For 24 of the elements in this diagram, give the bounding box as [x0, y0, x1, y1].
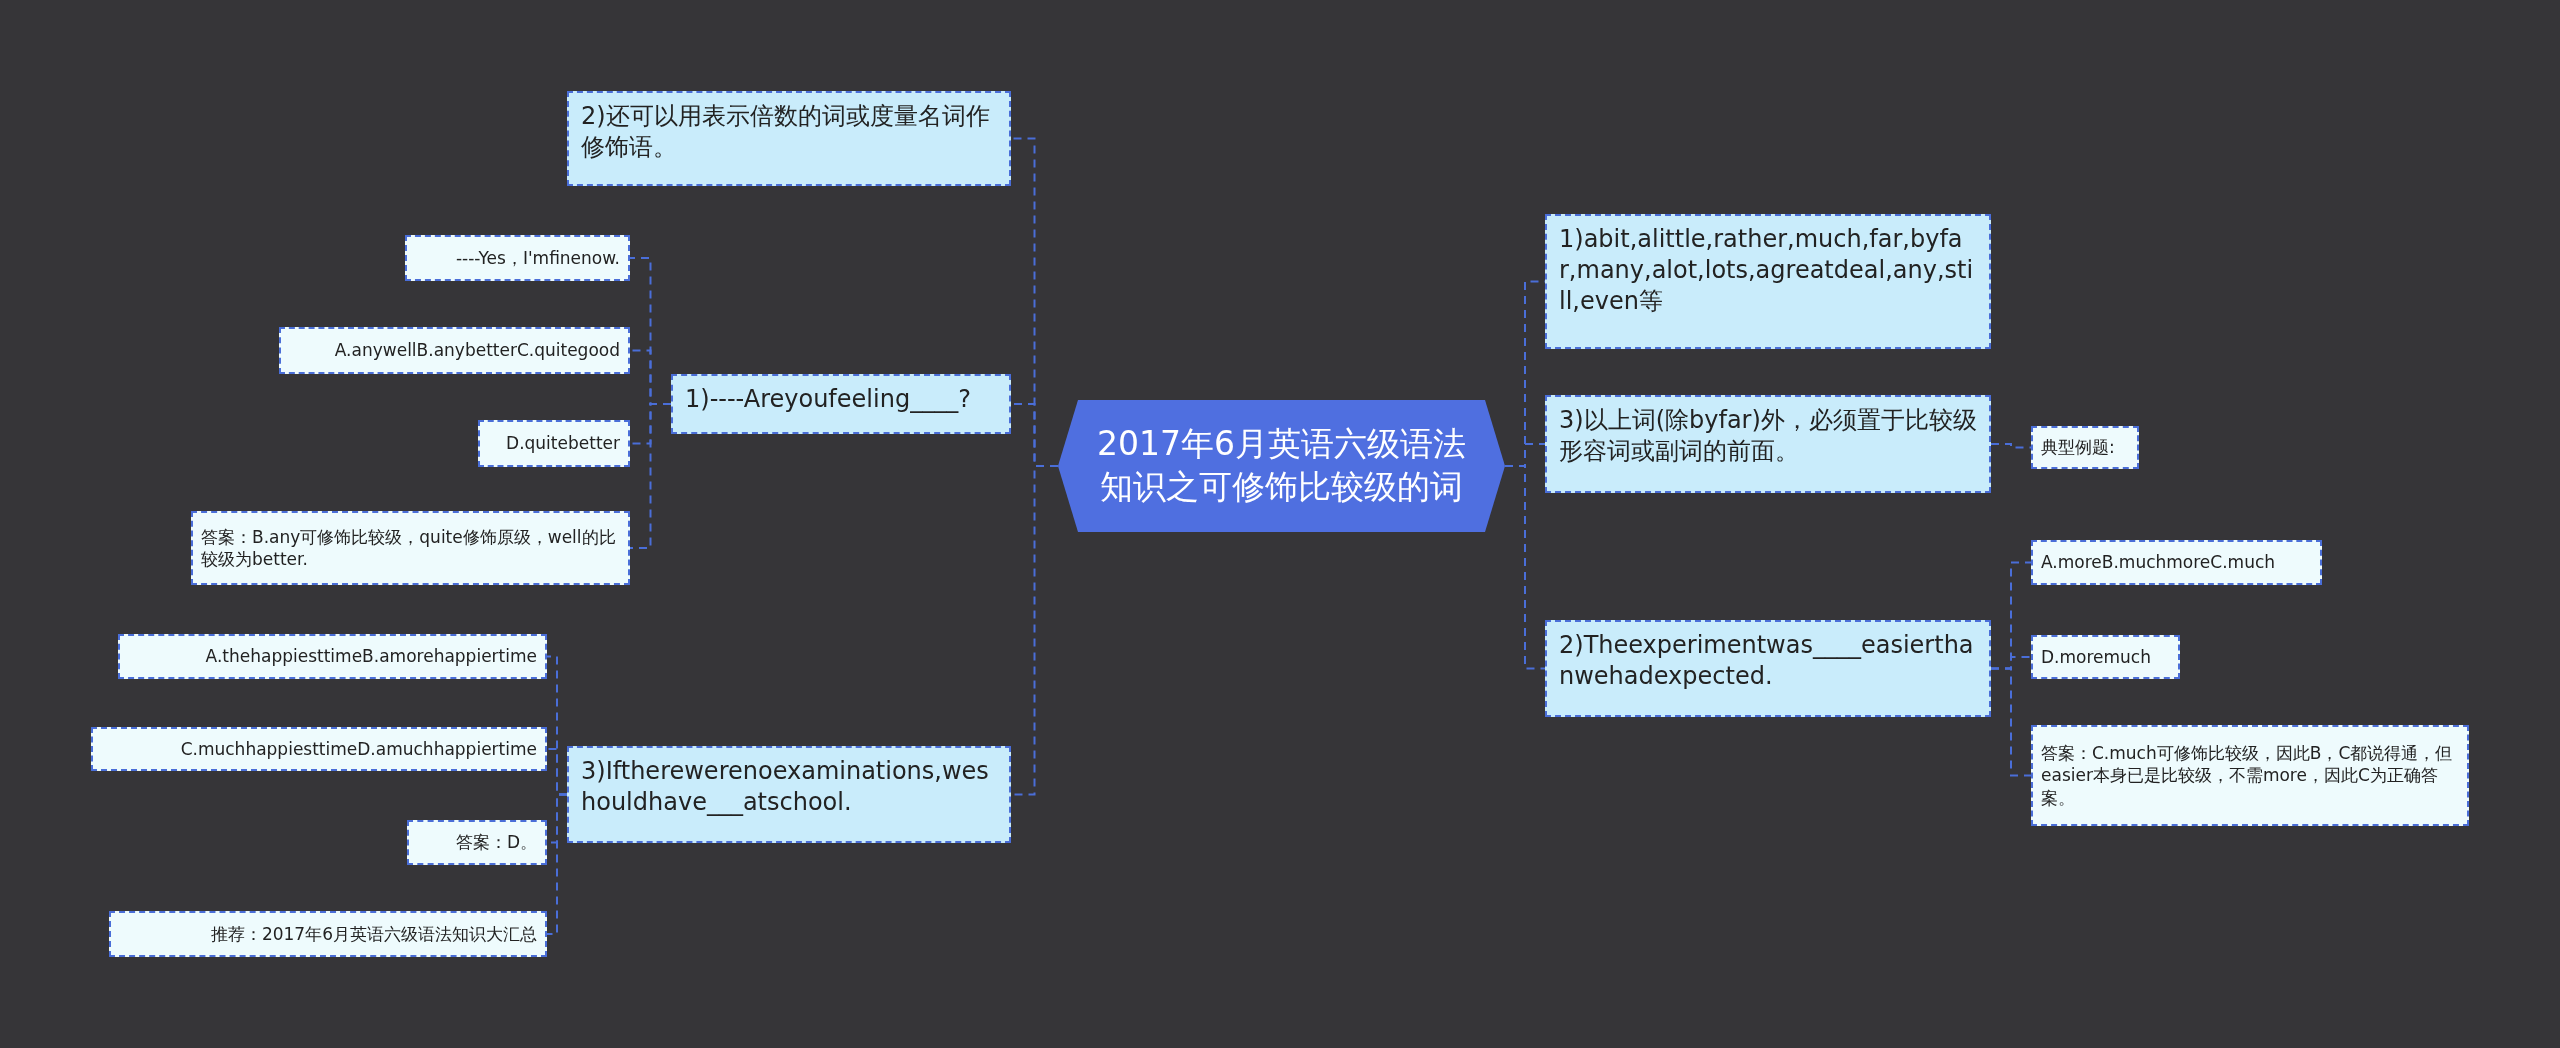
connector: [1504, 465, 1546, 670]
branch-box: 2)还可以用表示倍数的词或度量名词作修饰语。: [567, 91, 1011, 186]
connector: [1990, 443, 2032, 449]
branch-box: 3)以上词(除byfar)外，必须置于比较级形容词或副词的前面。: [1545, 395, 1991, 493]
branch-box: 3)Iftherewerenoexaminations,weshouldhave___atschool.: [567, 746, 1011, 843]
leaf-box: 答案：D。: [407, 820, 547, 865]
leaf-box: A.anywellB.anybetterC.quitegood: [279, 327, 630, 374]
leaf-box: A.thehappiesttimeB.amorehappiertime: [118, 634, 547, 679]
leaf-box: D.moremuch: [2031, 635, 2180, 679]
connector: [546, 793, 568, 935]
connector: [629, 403, 672, 549]
leaf-box: A.moreB.muchmoreC.much: [2031, 540, 2322, 585]
branch-box: 1)----Areyoufeeling____?: [671, 374, 1011, 434]
leaf-box: 推荐：2017年6月英语六级语法知识大汇总: [109, 911, 547, 957]
leaf-box: ----Yes，I'mfinenow.: [405, 235, 630, 281]
branch-box: 2)Theexperimentwas____easierthanwehadexpected.: [1545, 620, 1991, 717]
leaf-box: 答案：B.any可修饰比较级，quite修饰原级，well的比较级为better.: [191, 511, 630, 585]
leaf-box: C.muchhappiesttimeD.amuchhappiertime: [91, 727, 547, 771]
leaf-box: 答案：C.much可修饰比较级，因此B，C都说得通，但easier本身已是比较级，不需more，因此C为正确答案。: [2031, 725, 2469, 826]
leaf-box: D.quitebetter: [478, 420, 630, 467]
leaf-box: 典型例题:: [2031, 426, 2139, 469]
connector: [1990, 667, 2032, 777]
topic-hexagon: 2017年6月英语六级语法知识之可修饰比较级的词: [1058, 400, 1505, 532]
branch-box: 1)abit,alittle,rather,much,far,byfar,many,alot,lots,agreatdeal,any,still,even等: [1545, 214, 1991, 349]
